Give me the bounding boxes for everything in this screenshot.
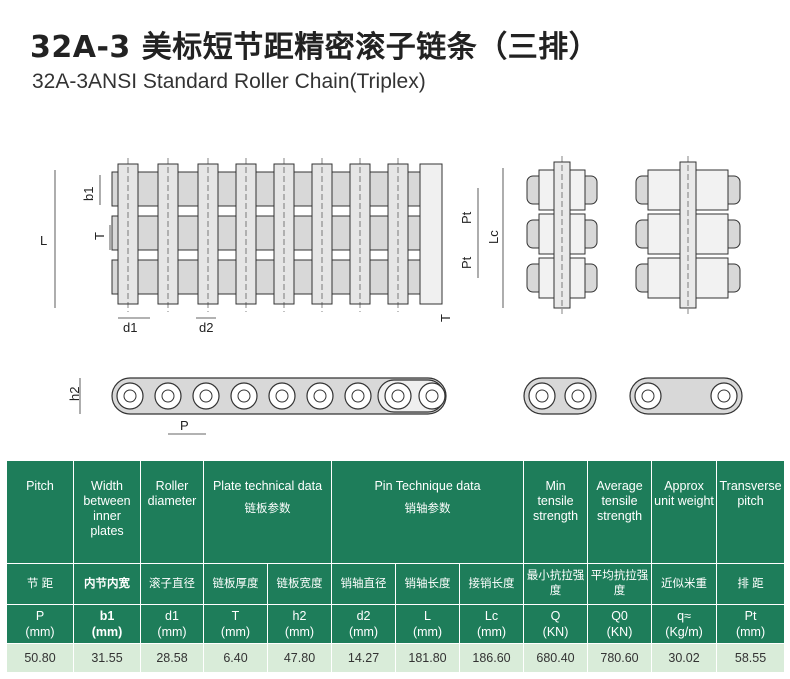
unit-cell: Lc(mm) <box>459 604 525 644</box>
side-view-chain <box>79 377 447 435</box>
cn-roller: 滚子直径 <box>140 563 204 605</box>
side-pin <box>391 389 405 403</box>
unit-cell: q≈(Kg/m) <box>651 604 718 644</box>
page-title-en: 32A-3ANSI Standard Roller Chain(Triplex) <box>32 70 426 93</box>
cn-min-tensile: 最小抗拉强度 <box>523 563 589 605</box>
link-pin <box>641 389 655 403</box>
link-pin <box>571 389 585 403</box>
side-pin <box>161 389 175 403</box>
unit-cell: d1(mm) <box>140 604 204 644</box>
cn-plate-thickness: 链板厚度 <box>203 563 268 605</box>
header-min-tensile: Min tensile strength <box>523 460 589 564</box>
dim-label-Pt-1: Pt <box>459 211 474 224</box>
cn-plate-height: 链板宽度 <box>266 563 333 605</box>
chain-technical-drawing: L b1 T Pt Pt Lc T d1 d2 h2 P <box>40 156 743 435</box>
cn-pin-length: 销轴长度 <box>395 563 461 605</box>
side-pin <box>123 389 137 403</box>
side-pin <box>275 389 289 403</box>
dim-label-L: L <box>40 233 47 248</box>
units-row: P(mm)b1(mm)d1(mm)T(mm)h2(mm)d2(mm)L(mm)L… <box>6 604 786 644</box>
cn-pin-length-lc: 接销长度 <box>459 563 525 605</box>
unit-cell: d2(mm) <box>331 604 397 644</box>
dim-label-h2: h2 <box>67 387 82 401</box>
value-cell: 58.55 <box>716 643 786 673</box>
value-cell: 47.80 <box>266 643 333 673</box>
side-pin <box>425 389 439 403</box>
dim-label-Lc: Lc <box>486 230 501 244</box>
value-cell: 181.80 <box>395 643 461 673</box>
cn-avg-tensile: 平均抗拉强度 <box>587 563 653 605</box>
dim-label-d2: d2 <box>199 320 213 335</box>
dim-label-T-right: T <box>438 314 453 322</box>
cn-width: 内节内宽 <box>73 563 141 605</box>
value-cell: 28.58 <box>140 643 204 673</box>
header-avg-tensile: Average tensile strength <box>587 460 653 564</box>
dimension-annotations: L b1 T Pt Pt Lc T d1 d2 h2 P <box>40 187 501 433</box>
link-pin <box>535 389 549 403</box>
header-pitch: Pitch <box>6 460 74 564</box>
cn-pin-diameter: 销轴直径 <box>331 563 397 605</box>
unit-cell: Pt(mm) <box>716 604 786 644</box>
header-roller: Roller diameter <box>140 460 204 564</box>
unit-cell: T(mm) <box>203 604 268 644</box>
side-view-link-1 <box>523 377 597 415</box>
unit-cell: Q0(KN) <box>587 604 653 644</box>
side-pin <box>351 389 365 403</box>
dim-label-P: P <box>180 418 189 433</box>
unit-cell: b1(mm) <box>73 604 141 644</box>
value-cell: 780.60 <box>587 643 653 673</box>
dim-label-T-left: T <box>92 232 107 240</box>
end-view-2 <box>635 156 741 314</box>
side-pin <box>237 389 251 403</box>
header-plate-group: Plate technical data 链板参数 <box>202 460 333 564</box>
value-cell: 186.60 <box>459 643 525 673</box>
dim-label-b1: b1 <box>81 187 96 201</box>
spec-table: Pitch Width between inner plates Roller … <box>6 460 786 673</box>
side-view-link-2 <box>629 377 743 415</box>
top-view-triplex <box>54 158 504 319</box>
link-pin <box>717 389 731 403</box>
dim-label-d1: d1 <box>123 320 137 335</box>
unit-cell: P(mm) <box>6 604 74 644</box>
cn-weight: 近似米重 <box>651 563 718 605</box>
value-cell: 680.40 <box>523 643 589 673</box>
value-cell: 31.55 <box>73 643 141 673</box>
header-weight: Approx unit weight <box>651 460 718 564</box>
page-title-cn: 32A-3 美标短节距精密滚子链条（三排） <box>30 30 600 65</box>
header-pin-group: Pin Technique data 销轴参数 <box>331 460 525 564</box>
unit-cell: Q(KN) <box>523 604 589 644</box>
cn-transverse: 排 距 <box>716 563 786 605</box>
value-cell: 30.02 <box>651 643 718 673</box>
header-width: Width between inner plates <box>73 460 141 564</box>
value-cell: 14.27 <box>331 643 397 673</box>
end-view-1 <box>526 156 598 314</box>
cn-pitch: 节 距 <box>6 563 74 605</box>
unit-cell: h2(mm) <box>266 604 333 644</box>
side-pin <box>313 389 327 403</box>
value-cell: 6.40 <box>203 643 268 673</box>
header-transverse: Transverse pitch <box>716 460 786 564</box>
unit-cell: L(mm) <box>395 604 461 644</box>
side-pin <box>199 389 213 403</box>
dim-label-Pt-2: Pt <box>459 256 474 269</box>
connecting-pin <box>419 163 443 305</box>
value-cell: 50.80 <box>6 643 74 673</box>
